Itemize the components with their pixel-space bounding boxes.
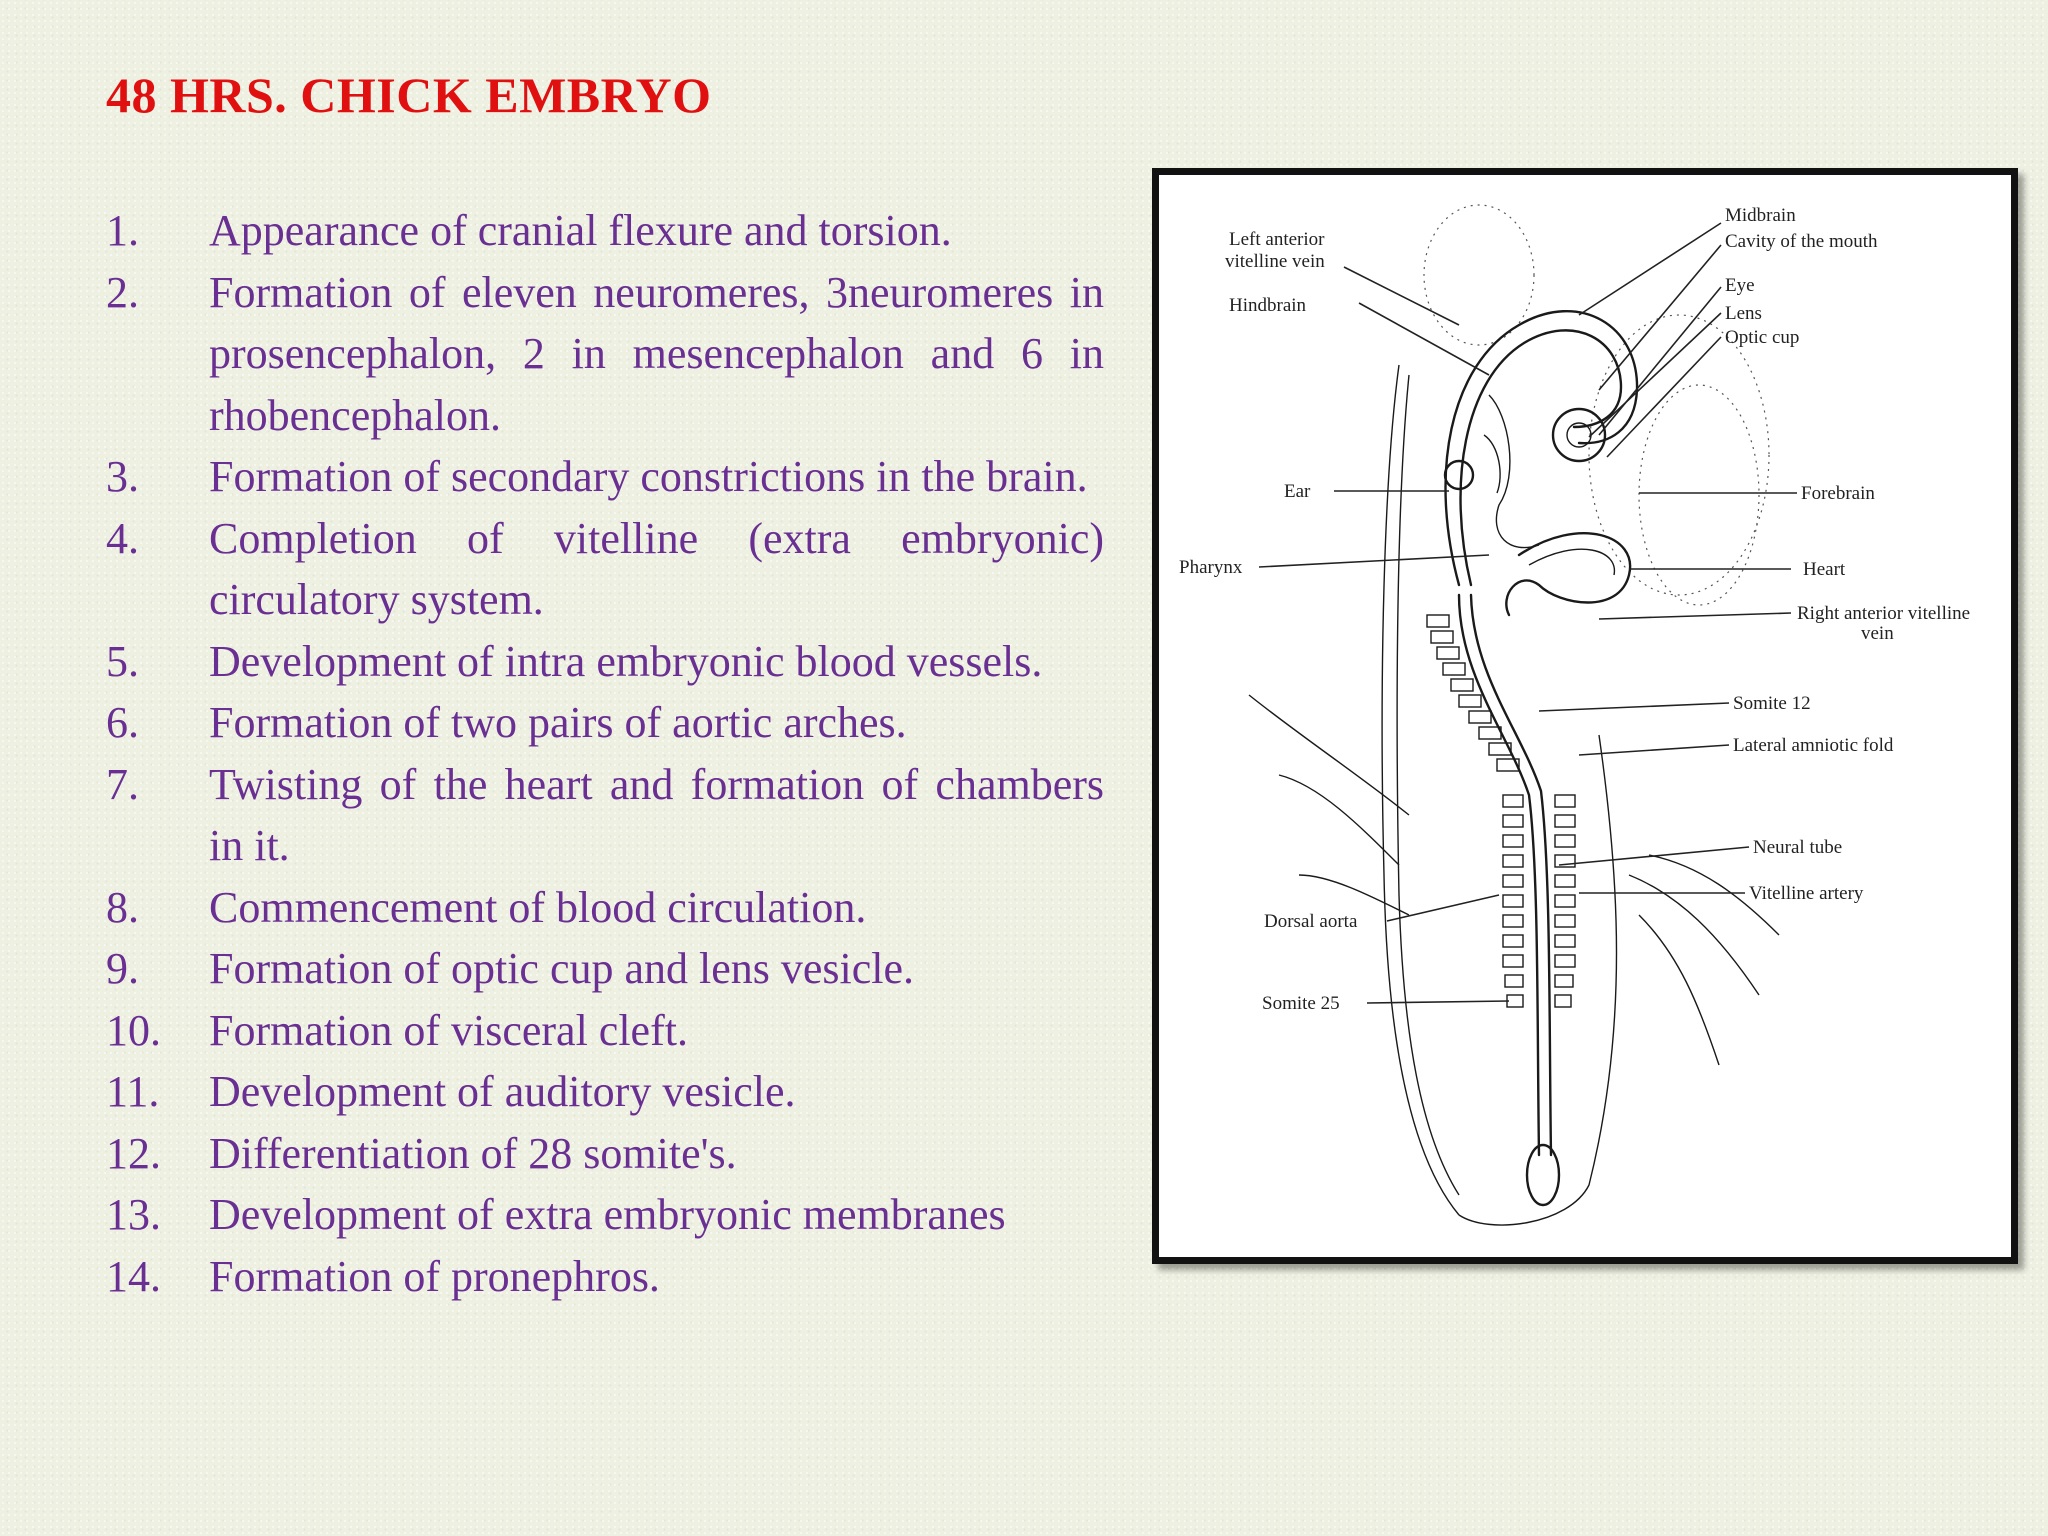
label-pharynx: Pharynx [1179, 557, 1243, 578]
stipple-area-top [1423, 204, 1535, 346]
label-heart: Heart [1803, 559, 1846, 580]
item-text: Appearance of cranial flexure and torsio… [209, 206, 952, 255]
brain-outline [1444, 309, 1639, 587]
heart-inner [1528, 548, 1616, 576]
brain-fold [1488, 394, 1540, 549]
item-text: Formation of visceral cleft. [209, 1005, 688, 1055]
list-item: 13. Development of extra embryonic membra… [106, 1184, 1104, 1246]
item-text: Development of extra embryonic membranes [209, 1190, 1006, 1239]
right-body-fold [1458, 734, 1618, 1226]
ear-vesicle-drawing [1443, 459, 1475, 491]
label-left-anterior-1: Left anterior [1229, 229, 1325, 250]
list-item: 7. Twisting of the heart and formation of… [106, 754, 1104, 877]
list-item: 14. Formation of pronephros. [106, 1246, 1104, 1308]
list-item: 1. Appearance of cranial flexure and tors… [106, 200, 1104, 262]
label-cavity-mouth: Cavity of the mouth [1725, 231, 1878, 252]
item-text: Development of intra embryonic blood ves… [209, 636, 1043, 686]
list-item: 11. Development of auditory vesicle. [106, 1061, 1104, 1123]
list-item: 10. Formation of visceral cleft. [106, 1000, 1104, 1062]
item-number: 5. [106, 636, 139, 686]
item-number: 14. [106, 1251, 161, 1301]
feature-list: 1. Appearance of cranial flexure and tors… [106, 200, 1104, 1307]
item-text: Differentiation of 28 somite's. [209, 1128, 737, 1178]
neural-tube-right [1469, 593, 1553, 1157]
label-right-anterior-2: vein [1861, 623, 1894, 644]
list-item: 4. Completion of vitelline (extra embryon… [106, 508, 1104, 631]
label-ear: Ear [1284, 481, 1311, 502]
brain-inner-outline [1459, 329, 1623, 587]
heart-drawing [1505, 532, 1632, 617]
item-number: 11. [106, 1067, 160, 1116]
item-number: 4. [106, 513, 139, 563]
label-left-anterior-2: vitelline vein [1225, 251, 1325, 272]
list-item: 2. Formation of eleven neuromeres, 3neuro… [106, 262, 1104, 447]
label-hindbrain: Hindbrain [1229, 295, 1307, 316]
item-text: Development of auditory vesicle. [209, 1067, 796, 1116]
item-number: 3. [106, 452, 139, 501]
right-vitelline-vessels [1628, 854, 1780, 1066]
brain-fold-2 [1483, 434, 1501, 494]
embryo-drawing: Left anterior vitelline vein Hindbrain E… [1179, 204, 1970, 1226]
slide-title: 48 HRS. CHICK EMBRYO [106, 67, 712, 123]
item-text: Formation of optic cup and lens vesicle. [209, 944, 915, 993]
item-number: 1. [106, 206, 139, 255]
label-dorsal-aorta: Dorsal aorta [1264, 911, 1358, 932]
tail-bud-drawing [1525, 1143, 1561, 1207]
list-item: 8. Commencement of blood circulation. [106, 877, 1104, 939]
item-text: Twisting of the heart and formation of c… [209, 759, 1104, 871]
label-midbrain: Midbrain [1725, 205, 1796, 226]
label-optic-cup: Optic cup [1725, 327, 1799, 348]
item-number: 7. [106, 759, 139, 809]
list-item: 3. Formation of secondary constrictions i… [106, 446, 1104, 508]
item-text: Formation of pronephros. [209, 1251, 660, 1301]
list-item: 6. Formation of two pairs of aortic arche… [106, 692, 1104, 754]
somites-lower [1502, 794, 1576, 1008]
item-number: 13. [106, 1190, 161, 1239]
item-text: Commencement of blood circulation. [209, 882, 867, 932]
left-body-fold-inner [1396, 374, 1460, 1196]
item-number: 6. [106, 698, 139, 747]
neural-tube-left [1457, 593, 1541, 1157]
item-number: 9. [106, 944, 139, 993]
optic-cup-drawing [1551, 407, 1607, 463]
left-vitelline-vessels [1248, 694, 1410, 916]
item-number: 12. [106, 1128, 161, 1178]
embryo-diagram: Left anterior vitelline vein Hindbrain E… [1152, 168, 2018, 1264]
label-right-anterior-1: Right anterior vitelline [1797, 603, 1970, 624]
label-neural-tube: Neural tube [1753, 837, 1842, 858]
item-number: 8. [106, 882, 139, 932]
label-lateral-amniotic-fold: Lateral amniotic fold [1733, 735, 1894, 756]
list-item: 5. Development of intra embryonic blood v… [106, 631, 1104, 693]
label-somite-25: Somite 25 [1262, 993, 1340, 1014]
stipple-area-head [1588, 314, 1770, 596]
label-eye: Eye [1725, 275, 1755, 296]
item-number: 2. [106, 267, 139, 317]
label-leader-lines [1258, 222, 1797, 1004]
label-forebrain: Forebrain [1801, 483, 1875, 504]
label-vitelline-artery: Vitelline artery [1749, 883, 1864, 904]
list-item: 12. Differentiation of 28 somite's. [106, 1123, 1104, 1185]
label-somite-12: Somite 12 [1733, 693, 1811, 714]
item-text: Completion of vitelline (extra embryonic… [209, 513, 1104, 625]
label-lens: Lens [1725, 303, 1762, 324]
item-text: Formation of secondary constrictions in … [209, 452, 1088, 501]
somites-upper [1426, 614, 1520, 772]
list-item: 9. Formation of optic cup and lens vesicl… [106, 938, 1104, 1000]
item-text: Formation of two pairs of aortic arches. [209, 698, 907, 747]
item-text: Formation of eleven neuromeres, 3neurome… [209, 267, 1104, 440]
stipple-area-inner [1638, 384, 1760, 606]
item-number: 10. [106, 1005, 161, 1055]
left-body-fold [1381, 364, 1460, 1216]
